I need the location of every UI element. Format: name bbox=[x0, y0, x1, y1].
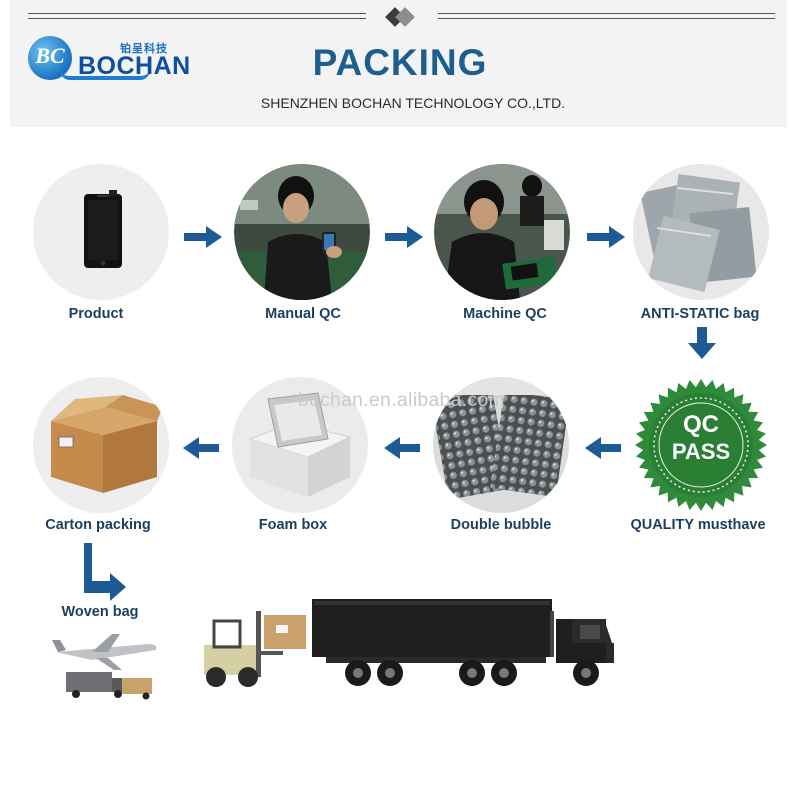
qc-pass-badge-icon bbox=[635, 379, 767, 511]
anti-static-bag-icon bbox=[633, 164, 769, 300]
foam-box-image bbox=[232, 377, 368, 513]
step-label-double-bubble: Double bubble bbox=[450, 517, 552, 533]
arrow-elbow-icon bbox=[84, 543, 126, 601]
logo-swoosh bbox=[60, 70, 150, 80]
step-label-quality-musthave: QUALITY musthave bbox=[630, 517, 766, 533]
manual-qc-image bbox=[234, 164, 370, 300]
logo-brand-text: BOCHAN bbox=[78, 52, 191, 80]
step-label-carton-packing: Carton packing bbox=[45, 517, 151, 533]
watermark-text: bochan.en.alibaba.com bbox=[298, 390, 505, 411]
foam-box-icon bbox=[232, 377, 368, 513]
carton-box-icon bbox=[33, 377, 169, 513]
air-shipping-icon bbox=[52, 634, 157, 700]
worker-photo-icon bbox=[234, 164, 370, 300]
qc-badge-line1: QC bbox=[683, 411, 719, 438]
qc-badge-line2: PASS bbox=[671, 439, 731, 464]
arrow-left-icon bbox=[384, 437, 420, 459]
arrow-right-icon bbox=[587, 226, 625, 248]
arrow-down-icon bbox=[688, 327, 716, 359]
anti-static-bag-image bbox=[633, 164, 769, 300]
header-rule bbox=[438, 13, 775, 14]
double-bubble-image bbox=[433, 377, 569, 513]
arrow-right-icon bbox=[184, 226, 222, 248]
phone-screen-icon bbox=[33, 164, 169, 300]
header-rule bbox=[28, 13, 366, 14]
step-label-anti-static-bag: ANTI-STATIC bag bbox=[640, 306, 760, 322]
carton-image bbox=[33, 377, 169, 513]
header-rule bbox=[28, 18, 366, 19]
machine-photo-icon bbox=[434, 164, 570, 300]
step-label-machine-qc: Machine QC bbox=[463, 306, 547, 322]
step-label-foam-box: Foam box bbox=[258, 517, 328, 533]
arrow-left-icon bbox=[183, 437, 219, 459]
qc-pass-badge-container: QC PASS bbox=[633, 377, 769, 513]
bubble-wrap-icon bbox=[433, 377, 569, 513]
logo-chinese-text: 铂呈科技 bbox=[120, 42, 168, 55]
company-name: SHENZHEN BOCHAN TECHNOLOGY CO.,LTD. bbox=[260, 95, 566, 111]
truck-forklift-icon bbox=[204, 599, 614, 687]
logo-initials: BC bbox=[35, 43, 65, 68]
step-label-product: Product bbox=[68, 306, 124, 322]
machine-qc-image bbox=[434, 164, 570, 300]
header-rule bbox=[438, 18, 775, 19]
step-label-woven-bag: Woven bag bbox=[61, 604, 139, 620]
arrow-right-icon bbox=[385, 226, 423, 248]
arrow-left-icon bbox=[585, 437, 621, 459]
step-label-manual-qc: Manual QC bbox=[265, 306, 341, 322]
product-image bbox=[33, 164, 169, 300]
page-title: PACKING bbox=[312, 42, 488, 83]
